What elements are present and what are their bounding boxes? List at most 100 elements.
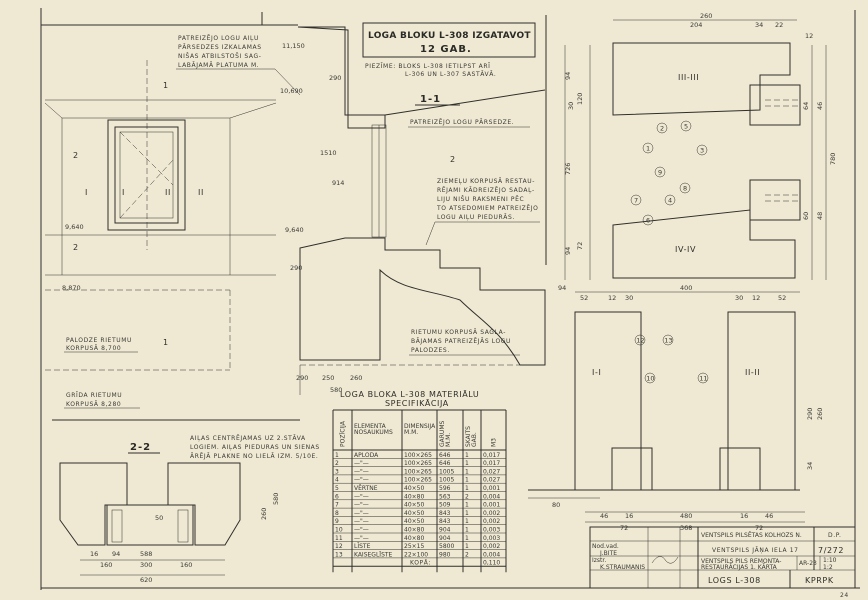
table-cell: 0,004: [483, 551, 500, 558]
scale: 1:10: [823, 557, 837, 564]
table-cell: 0,027: [483, 477, 500, 484]
table-cell: —"—: [354, 502, 369, 509]
svg-text:400: 400: [680, 284, 692, 292]
position-marker-circle: [679, 182, 691, 194]
position-marker-label: 10: [646, 374, 654, 382]
svg-text:290: 290: [329, 74, 341, 82]
position-marker-label: 7: [634, 196, 638, 204]
table-cell: 5800: [439, 543, 454, 550]
table-cell: 100×265: [404, 477, 432, 484]
svg-text:KORPUSĀ 8,280: KORPUSĀ 8,280: [66, 401, 121, 408]
svg-text:30: 30: [567, 102, 575, 110]
table-cell: 1: [465, 452, 469, 459]
table-cell: 9: [335, 518, 339, 525]
floor-note: GRĪDA RIETUMU: [66, 392, 122, 399]
address: VENTSPILS JĀŅA IELA 17: [712, 547, 799, 554]
svg-text:80: 80: [552, 501, 560, 509]
table-cell: 40×80: [404, 527, 424, 534]
svg-text:PĀRSEDZES IZKALAMAS: PĀRSEDZES IZKALAMAS: [178, 44, 262, 51]
table-cell: 6: [335, 493, 339, 500]
position-marker-circle: [664, 194, 676, 206]
table-cell: KAISEGLĪSTE: [354, 551, 393, 558]
position-marker-circle: [630, 194, 642, 206]
table-cell: —"—: [354, 527, 369, 534]
table-cell: 100×265: [404, 452, 432, 459]
table-cell: 1: [465, 468, 469, 475]
table-cell: 40×80: [404, 535, 424, 542]
section-title-iv: IV-IV: [675, 245, 696, 254]
svg-text:PALODZES.: PALODZES.: [411, 347, 450, 354]
svg-text:60: 60: [802, 212, 810, 220]
table-cell: 3: [335, 468, 339, 475]
table-header: POZĪCIJA: [340, 420, 347, 447]
section-i-ii: I-I II-II 80 46 16 72 480 368 16 46 72 2…: [528, 311, 824, 532]
svg-text:34: 34: [806, 462, 814, 470]
svg-text:300: 300: [140, 561, 152, 569]
table-cell: 2: [465, 493, 469, 500]
svg-text:RESTAURĀCIJAS 1. KĀRTA: RESTAURĀCIJAS 1. KĀRTA: [701, 564, 778, 571]
svg-text:204: 204: [690, 21, 702, 29]
svg-text:94: 94: [112, 550, 120, 558]
svg-text:1510: 1510: [320, 149, 337, 157]
table-cell: 904: [439, 527, 451, 534]
signature: [651, 556, 679, 564]
table-cell: 0,027: [483, 468, 500, 475]
level-label: 9,640: [285, 226, 304, 234]
svg-text:2: 2: [73, 243, 79, 252]
table-cell: VĒRTNE: [354, 485, 378, 492]
table-cell: 1: [335, 452, 339, 459]
table-cell: 1: [465, 518, 469, 525]
svg-text:120: 120: [576, 93, 584, 105]
position-marker-circle: [680, 120, 692, 132]
table-cell: 904: [439, 535, 451, 542]
table-cell: 1: [465, 527, 469, 534]
svg-text:72: 72: [576, 242, 584, 250]
svg-text:260: 260: [816, 408, 824, 420]
table-cell: —"—: [354, 468, 369, 475]
svg-text:52: 52: [778, 294, 786, 302]
position-marker-circle: [642, 214, 654, 226]
table-cell: —"—: [354, 510, 369, 517]
table-cell: 11: [335, 535, 343, 542]
svg-text:RĒJAMI KĀDREIZĒJO SADAĻ-: RĒJAMI KĀDREIZĒJO SADAĻ-: [437, 187, 535, 194]
title-block: VENTSPILS PILSĒTAS KOLHOZS N. D.P. VENTS…: [589, 526, 856, 599]
svg-text:LIJU NIŠU RAKSMENI PĒC: LIJU NIŠU RAKSMENI PĒC: [437, 196, 524, 203]
table-cell: 0,001: [483, 485, 500, 492]
table-header: M3: [491, 438, 498, 447]
table-cell: 13: [335, 551, 343, 558]
table-cell: 843: [439, 510, 451, 517]
svg-text:12: 12: [752, 294, 760, 302]
svg-text:72: 72: [620, 524, 628, 532]
svg-text:TO ATSEDOMIEM PATREIZĒJO: TO ATSEDOMIEM PATREIZĒJO: [436, 205, 538, 212]
position-marker-label: 8: [683, 184, 687, 192]
svg-text:588: 588: [140, 550, 152, 558]
table-title: LOGA BLOKA L-308 MATERIĀLU: [340, 389, 479, 399]
table-cell: 0,001: [483, 502, 500, 509]
project-number: 7/272: [818, 546, 844, 555]
svg-text:480: 480: [680, 512, 692, 520]
table-cell: —"—: [354, 535, 369, 542]
position-marker-label: 3: [700, 146, 704, 154]
table-cell: APLODA: [354, 452, 379, 459]
section-mark-2: 2: [73, 151, 79, 160]
table-cell: 0,003: [483, 535, 500, 542]
table-cell: —"—: [354, 493, 369, 500]
note-line: PIEZĪME: BLOKS L-308 IETILPST ARĪ: [365, 63, 491, 70]
table-cell: 980: [439, 551, 451, 558]
sheet-code: AR-23: [799, 560, 817, 567]
table-cell: 7: [335, 502, 339, 509]
level-label: 8,870: [62, 284, 81, 292]
svg-text:I: I: [122, 188, 125, 197]
svg-text:2: 2: [450, 155, 456, 164]
sheet-number: 24: [840, 592, 849, 599]
table-cell: 1: [465, 485, 469, 492]
table-cell: 0,002: [483, 510, 500, 517]
table-cell: 843: [439, 518, 451, 525]
position-marker-circle: [644, 372, 656, 384]
table-cell: 2: [335, 460, 339, 467]
